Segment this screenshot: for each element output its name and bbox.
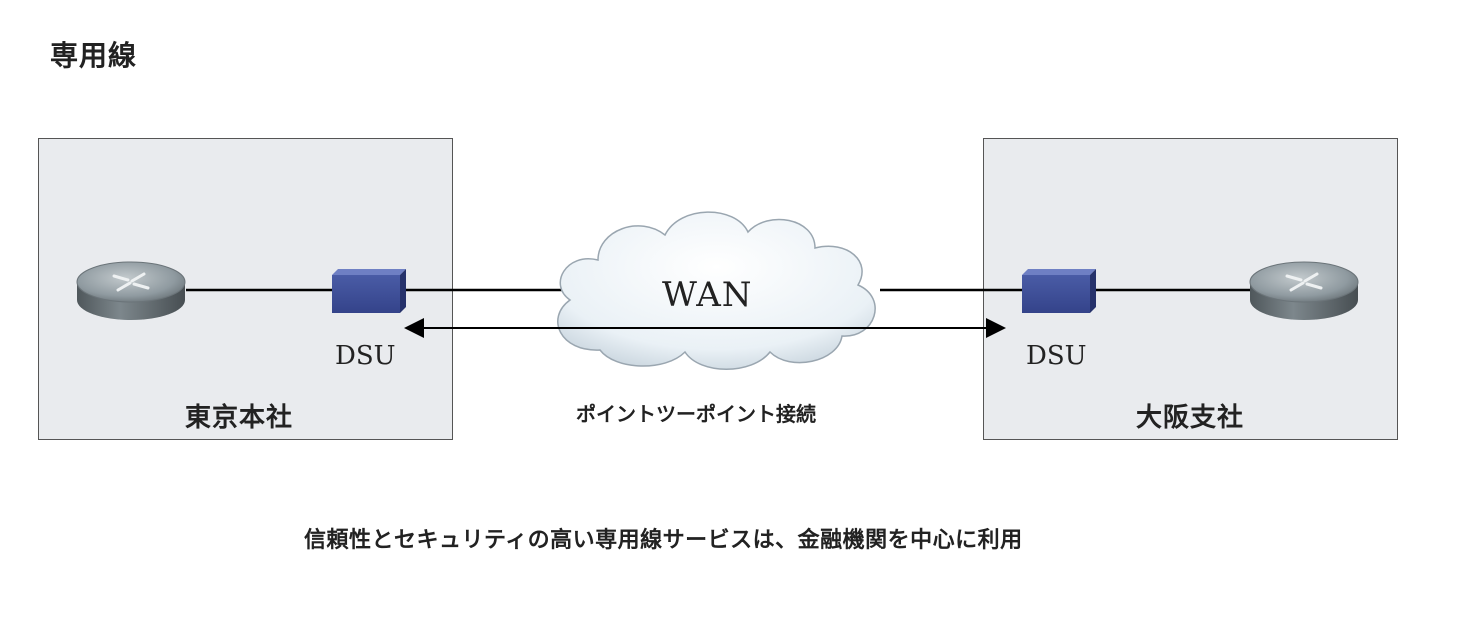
connection-label: ポイントツーポイント接続 (576, 402, 816, 426)
page-title: 専用線 (50, 39, 138, 72)
dsu-device-icon (332, 269, 406, 313)
router-icon (76, 261, 186, 320)
wan-label: WAN (662, 275, 753, 315)
dsu-device-icon (1022, 269, 1096, 313)
router-icon (1249, 261, 1359, 320)
caption: 信頼性とセキュリティの高い専用線サービスは、金融機関を中心に利用 (304, 528, 1023, 553)
dsu-label-osaka: DSU (1026, 341, 1087, 371)
dsu-label-tokyo: DSU (335, 341, 396, 371)
site-label-tokyo: 東京本社 (185, 403, 294, 433)
site-label-osaka: 大阪支社 (1136, 403, 1245, 433)
